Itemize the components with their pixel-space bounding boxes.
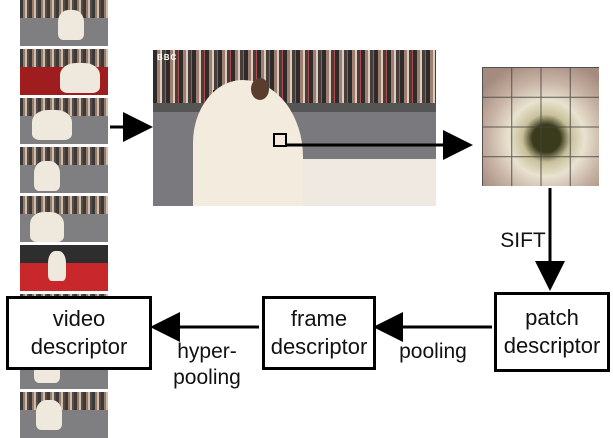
video-frame-image: BBC <box>153 50 436 206</box>
frame-descriptor-node: frame descriptor <box>262 296 376 370</box>
broadcaster-logo: BBC <box>157 53 178 62</box>
bride-figure <box>193 80 303 206</box>
video-frame-thumbnail <box>20 245 108 291</box>
video-frame-thumbnail <box>20 98 108 144</box>
video-descriptor-node: video descriptor <box>6 296 152 370</box>
sift-label: SIFT <box>500 229 546 252</box>
video-frame-thumbnail <box>20 147 108 193</box>
patch-selection-box <box>273 133 287 147</box>
video-frame-thumbnail <box>20 49 108 95</box>
patch-descriptor-node: patch descriptor <box>494 292 610 372</box>
pooling-label: pooling <box>399 340 467 363</box>
hyper-pooling-label: hyper- pooling <box>173 340 241 389</box>
flow-arrows <box>110 112 565 342</box>
video-frame-thumbnail <box>20 0 108 46</box>
video-frame-thumbnail <box>20 196 108 242</box>
image-patch-grid <box>482 67 599 186</box>
